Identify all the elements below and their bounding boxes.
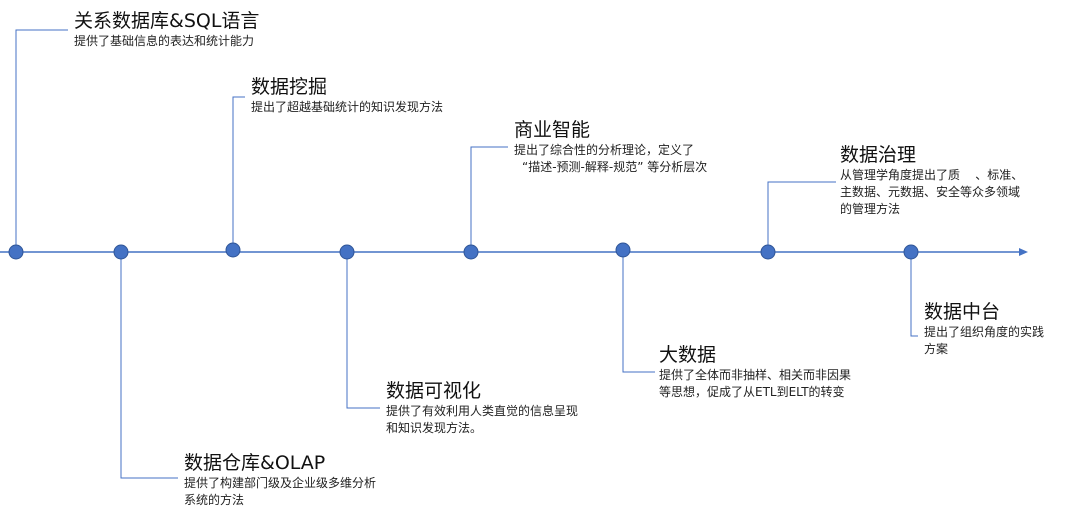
timeline-dot-4: [339, 244, 355, 260]
desc-line: 提出了综合性的分析理论，定义了: [514, 143, 695, 157]
connector-1: [15, 29, 68, 252]
connector-2: [120, 252, 178, 479]
milestone-desc: 提供了有效利用人类直觉的信息呈现 和知识发现方法。: [386, 403, 578, 437]
timeline-dot-1: [8, 244, 24, 260]
desc-line: 提出了超越基础统计的知识发现方法: [251, 100, 444, 114]
desc-line: 系统的方法: [184, 493, 245, 507]
desc-line: 提出了组织角度的实践: [924, 325, 1045, 339]
milestone-business-intelligence: 商业智能 提出了综合性的分析理论，定义了 “描述-预测-解释-规范” 等分析层次: [514, 118, 707, 176]
timeline-dot-6: [615, 242, 631, 258]
desc-line: 提供了全体而非抽样、相关而非因果: [659, 368, 852, 382]
connector-3: [232, 96, 245, 252]
desc-line: 等思想，促成了从ETL到ELT的转变: [659, 385, 845, 399]
milestone-relational-db: 关系数据库&SQL语言 提供了基础信息的表达和统计能力: [74, 9, 259, 50]
connector-8: [910, 252, 918, 337]
desc-line: 提供了基础信息的表达和统计能力: [74, 34, 255, 48]
desc-line: 的管理方法: [840, 202, 901, 216]
connector-5: [470, 146, 508, 252]
desc-line: 主数据、元数据、安全等众多领域: [840, 185, 1021, 199]
milestone-desc: 提出了超越基础统计的知识发现方法: [251, 99, 443, 116]
desc-line: 方案: [924, 342, 949, 356]
milestone-title: 数据可视化: [386, 380, 482, 402]
desc-line: 提供了有效利用人类直觉的信息呈现: [386, 404, 579, 418]
connector-6: [622, 252, 655, 373]
timeline-dot-3: [225, 242, 241, 258]
desc-line: 提供了构建部门级及企业级多维分析: [184, 476, 377, 490]
milestone-data-warehouse: 数据仓库&OLAP 提供了构建部门级及企业级多维分析 系统的方法: [184, 451, 376, 509]
timeline-dot-5: [463, 244, 479, 260]
milestone-data-mining: 数据挖掘 提出了超越基础统计的知识发现方法: [251, 75, 443, 116]
milestone-desc: 提供了基础信息的表达和统计能力: [74, 33, 259, 50]
milestone-data-visualization: 数据可视化 提供了有效利用人类直觉的信息呈现 和知识发现方法。: [386, 379, 578, 437]
milestone-desc: 提出了综合性的分析理论，定义了 “描述-预测-解释-规范” 等分析层次: [514, 142, 707, 176]
connector-7: [767, 181, 836, 252]
milestone-title: 数据中台: [924, 301, 1001, 323]
milestone-title: 数据挖掘: [251, 76, 328, 98]
connector-4: [346, 252, 380, 409]
milestone-big-data: 大数据 提供了全体而非抽样、相关而非因果 等思想，促成了从ETL到ELT的转变: [659, 343, 851, 401]
milestone-title: 数据仓库&OLAP: [184, 452, 326, 474]
milestone-title: 数据治理: [840, 144, 917, 166]
milestone-data-middle-platform: 数据中台 提出了组织角度的实践 方案: [924, 300, 1044, 358]
timeline-arrowhead: [1019, 248, 1028, 256]
desc-line: 和知识发现方法。: [386, 421, 483, 435]
desc-line: 从管理学角度提出了质 、标准、: [840, 168, 1024, 182]
milestone-title: 商业智能: [514, 119, 591, 141]
milestone-desc: 提供了全体而非抽样、相关而非因果 等思想，促成了从ETL到ELT的转变: [659, 367, 851, 401]
timeline-dot-7: [760, 244, 776, 260]
milestone-title: 大数据: [659, 344, 717, 366]
timeline-dot-8: [903, 244, 919, 260]
milestone-desc: 提出了组织角度的实践 方案: [924, 324, 1044, 358]
timeline-dot-2: [113, 244, 129, 260]
milestone-data-governance: 数据治理 从管理学角度提出了质 、标准、 主数据、元数据、安全等众多领域 的管理…: [840, 143, 1023, 218]
milestone-desc: 从管理学角度提出了质 、标准、 主数据、元数据、安全等众多领域 的管理方法: [840, 167, 1023, 218]
desc-line: “描述-预测-解释-规范” 等分析层次: [522, 160, 708, 174]
milestone-desc: 提供了构建部门级及企业级多维分析 系统的方法: [184, 475, 376, 509]
milestone-title: 关系数据库&SQL语言: [74, 10, 260, 32]
